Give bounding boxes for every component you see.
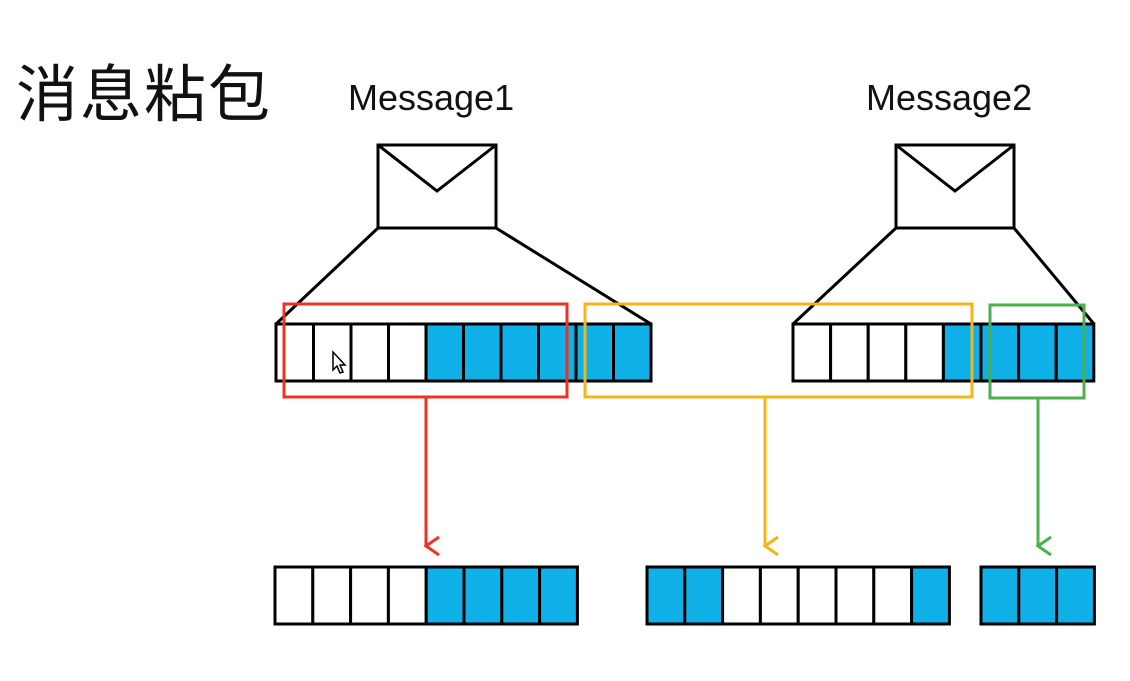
packet1-cell-1-empty	[273, 565, 315, 626]
packet2-cell-2-filled	[683, 565, 725, 626]
message2-cell-2-empty	[829, 322, 870, 383]
packet1-cell-3-empty	[349, 565, 390, 626]
message1-cell-6-filled	[462, 322, 503, 383]
packet1-cell-4-empty	[386, 565, 428, 626]
message1-cell-8-filled	[537, 322, 578, 383]
packet2-cell-3-empty	[721, 565, 762, 626]
message1-cell-3-empty	[349, 322, 390, 383]
message1-cell-1-empty	[274, 322, 315, 383]
packet1-cell-5-filled	[424, 565, 466, 626]
message1-cell-9-filled	[574, 322, 615, 383]
message2-cell-5-filled	[941, 322, 983, 383]
message1-cell-7-filled	[499, 322, 540, 383]
received-packet-2	[645, 565, 951, 626]
funnel-message2	[791, 226, 1096, 326]
packet2-cell-7-empty	[872, 565, 914, 626]
packet3-cell-1-filled	[979, 565, 1021, 626]
funnel-message1	[274, 226, 652, 326]
packet1-cell-8-filled	[538, 565, 579, 626]
packet2-cell-1-filled	[645, 565, 687, 626]
message2-cell-8-filled	[1054, 322, 1096, 383]
packet2-cell-4-empty	[758, 565, 800, 626]
message2-cell-4-empty	[904, 322, 945, 383]
received-packet-3	[979, 565, 1096, 626]
packet2-cell-6-empty	[834, 565, 876, 626]
yellow-selection-box	[583, 302, 974, 399]
packet1-cell-6-filled	[462, 565, 504, 626]
message2-cell-7-filled	[1017, 322, 1058, 383]
message1-cell-4-empty	[387, 322, 428, 383]
envelope-icon-message1	[376, 143, 498, 230]
envelope-icon-message2	[894, 143, 1016, 230]
message1-label: Message1	[348, 77, 515, 118]
packet2-cell-8-filled	[910, 565, 951, 626]
message2-byte-stream	[791, 322, 1096, 383]
message2-cell-1-empty	[791, 322, 833, 383]
packet3-cell-2-filled	[1017, 565, 1059, 626]
mouse-cursor-icon	[332, 350, 347, 374]
diagram-title: 消息粘包	[16, 58, 273, 131]
packet1-cell-2-empty	[311, 565, 353, 626]
received-packet-1	[273, 565, 579, 626]
packet3-cell-3-filled	[1055, 565, 1096, 626]
message2-cell-3-empty	[866, 322, 908, 383]
message1-byte-stream	[274, 322, 653, 383]
packet2-cell-5-empty	[796, 565, 838, 626]
message1-cell-5-filled	[424, 322, 465, 383]
message2-label: Message2	[866, 77, 1033, 118]
packet1-cell-7-filled	[500, 565, 542, 626]
message2-cell-6-filled	[979, 322, 1021, 383]
message1-cell-10-filled	[612, 322, 653, 383]
